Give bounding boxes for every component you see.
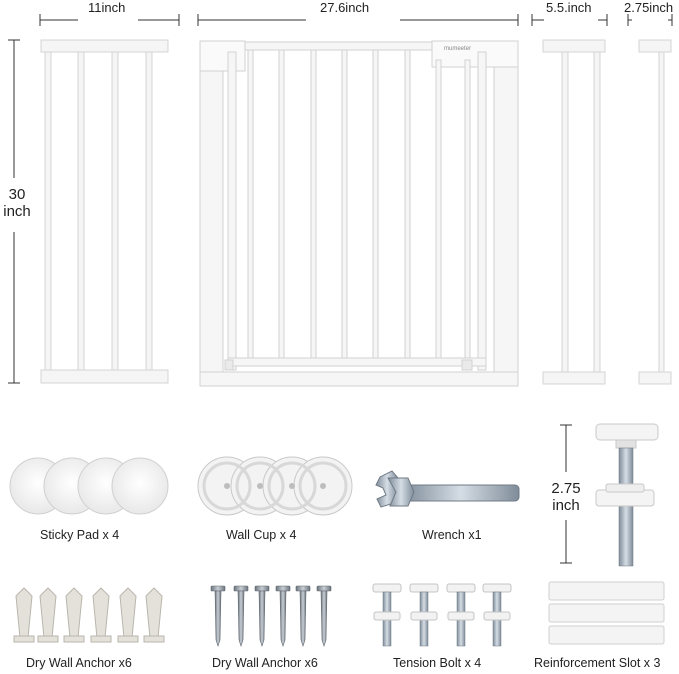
wrench-icon xyxy=(375,470,520,508)
dim-27-6inch: 27.6inch xyxy=(320,0,370,15)
caption-reinforcement-slot: Reinforcement Slot x 3 xyxy=(534,656,661,670)
dim-bolt-value: 2.75 xyxy=(551,480,581,497)
caption-wrench: Wrench x1 xyxy=(422,528,482,542)
caption-tension-bolt: Tension Bolt x 4 xyxy=(393,656,482,670)
dim-height-unit: inch xyxy=(3,203,31,220)
dim-bolt-length: 2.75 inch xyxy=(544,480,588,514)
caption-anchor-plastic: Dry Wall Anchor x6 xyxy=(26,656,132,670)
dimension-lines xyxy=(8,14,673,564)
caption-wall-cup: Wall Cup x 4 xyxy=(226,528,297,542)
dim-height-value: 30 xyxy=(8,186,26,203)
dim-bolt-unit: inch xyxy=(552,497,580,514)
screw-icons xyxy=(210,585,332,647)
dim-height: 30 inch xyxy=(0,186,34,220)
tension-bolt-icons xyxy=(372,583,512,647)
brand-logo: mumeeter xyxy=(444,46,472,52)
wall-cup-icons xyxy=(197,456,353,516)
dim-5-5inch: 5.5.inch xyxy=(546,0,592,15)
dim-11inch: 11inch xyxy=(88,0,126,15)
plastic-anchor-icons xyxy=(13,587,165,643)
sticky-pad-icons xyxy=(9,457,169,515)
dim-2-75inch: 2.75inch xyxy=(624,0,674,15)
extension-11inch xyxy=(40,39,169,384)
extension-5-5inch xyxy=(542,39,606,385)
extension-2-75inch xyxy=(638,39,672,385)
caption-anchor-screw: Dry Wall Anchor x6 xyxy=(212,656,318,670)
caption-sticky-pad: Sticky Pad x 4 xyxy=(40,528,120,542)
tension-bolt-large-icon xyxy=(595,423,659,567)
main-gate xyxy=(199,40,519,387)
reinforcement-slot-icons xyxy=(548,581,665,645)
